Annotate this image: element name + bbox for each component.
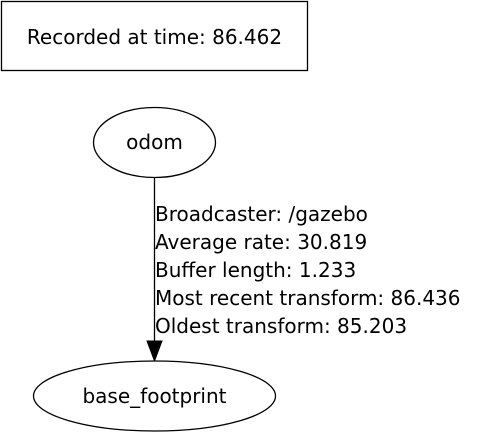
transform-edge bbox=[146, 178, 163, 363]
recorded-time-box: Recorded at time: 86.462 bbox=[0, 0, 309, 72]
frame-node-odom[interactable]: odom bbox=[92, 106, 217, 179]
edge-oldest-transform: Oldest transform: 85.203 bbox=[155, 314, 407, 338]
frame-node-base-footprint-label: base_footprint bbox=[82, 384, 226, 408]
frame-node-base-footprint-shape[interactable] bbox=[32, 360, 277, 432]
recorded-time-label: Recorded at time: 86.462 bbox=[27, 25, 282, 49]
edge-average-rate: Average rate: 30.819 bbox=[155, 230, 367, 254]
edge-most-recent-transform: Most recent transform: 86.436 bbox=[155, 286, 461, 310]
edge-broadcaster: Broadcaster: /gazebo bbox=[155, 202, 368, 226]
arrowhead-icon bbox=[146, 340, 163, 363]
edge-buffer-length: Buffer length: 1.233 bbox=[155, 258, 356, 282]
frame-node-odom-shape[interactable] bbox=[92, 106, 217, 179]
frame-node-base-footprint[interactable]: base_footprint bbox=[32, 360, 277, 432]
frame-node-odom-label: odom bbox=[126, 130, 183, 154]
transform-edge-label: Broadcaster: /gazebo Average rate: 30.81… bbox=[155, 202, 461, 338]
recorded-time-frame bbox=[0, 0, 309, 72]
